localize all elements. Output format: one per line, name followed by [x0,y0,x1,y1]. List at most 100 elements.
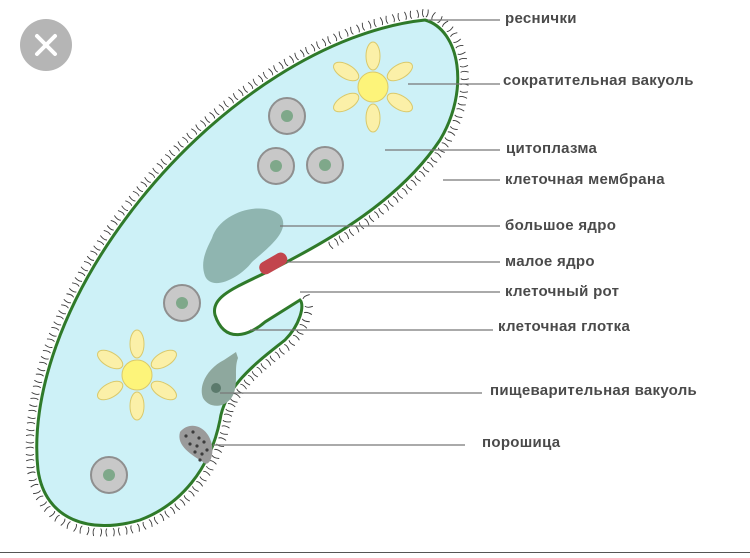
cilium [160,158,167,165]
cilium [30,483,39,488]
cilium [28,409,37,413]
cilium [279,348,285,355]
cilium [247,81,254,89]
cilium [223,413,233,417]
cilium [25,453,35,456]
cilium [144,176,151,183]
cilium [333,33,338,42]
vacuole-ray [365,41,381,71]
cilium [110,220,118,226]
anal-pore-dot [191,430,195,434]
cilium [364,218,370,226]
cilium [33,490,41,495]
cilium [459,90,469,93]
cilium [37,367,46,372]
cilium [125,200,133,206]
cilium [379,17,384,26]
cilium [117,210,125,216]
leader-lines [213,19,500,446]
digestive-vacuole-core [211,383,221,393]
cilium [248,374,255,382]
cilium [391,14,395,23]
cilium [458,96,468,99]
cilium [39,501,47,507]
cilium [179,499,186,506]
cilium [35,495,44,501]
contractile-vacuole-bottom [97,329,177,421]
cilium [265,358,272,366]
anal-pore-dot [200,452,204,456]
label-cell-membrane: клеточная мембрана [505,171,665,188]
cilia [25,9,469,537]
cilium [373,211,380,219]
label-micronucleus: малое ядро [505,253,595,270]
cilium [288,340,296,347]
anal-pore [179,425,213,464]
digestive-vacuole [201,352,238,406]
cilium [368,215,375,223]
label-contractile-vacuole: сократительная вакуоль [503,72,694,89]
close-button[interactable] [20,19,72,71]
cilium [211,454,220,459]
cilium [30,397,39,401]
cilium [222,419,231,423]
vacuole-ray [365,103,381,133]
anal-pore-dot [197,436,201,440]
cilium [228,96,234,104]
cilium [289,55,294,63]
cilium [34,379,43,383]
cilium [199,476,207,482]
vacuole-ray [97,380,124,401]
micronucleus [259,252,288,275]
cilium [173,145,180,152]
anal-pore-dots [184,430,209,462]
cilium [397,12,401,22]
cilium [425,9,429,18]
cilium [338,235,344,243]
contractile-vacuole-top [333,41,413,133]
cilium [305,46,310,55]
cilium [419,170,426,177]
cilium [299,49,305,58]
cilium [354,225,360,233]
cilium [225,408,234,413]
vacuole-ray [150,349,177,370]
cilium [242,85,248,93]
cilium [192,486,199,492]
food-vacuole [257,147,295,185]
cilium [404,11,407,20]
cilium [232,93,239,101]
cilium [86,526,90,536]
food-vacuole [90,456,128,494]
cilium [124,526,128,535]
cilium [25,434,35,437]
cilium [196,481,204,487]
cilium [56,315,64,320]
cilium [450,32,458,37]
cilium [83,261,92,266]
cilium [350,26,354,35]
cilium [195,124,202,131]
cilium [446,26,454,32]
cilium [39,361,48,365]
cilium [42,350,51,354]
food-vacuole [268,97,306,135]
anal-pore-dot [195,444,199,448]
cilium [191,128,198,135]
cilium [53,321,62,326]
anal-pore-dot [198,458,202,462]
cilium [304,305,314,308]
cilium [454,114,463,118]
anal-pore-dot [193,450,197,454]
cilium [348,228,355,237]
cilium [168,149,176,157]
cilium [132,190,140,197]
cilium [46,338,55,342]
cilium [25,441,35,444]
cilium [105,528,108,537]
food-vacuole [163,284,201,322]
label-cilia: реснички [505,10,577,27]
cilium [28,478,37,482]
cilium [302,294,310,300]
cilium [90,250,98,256]
